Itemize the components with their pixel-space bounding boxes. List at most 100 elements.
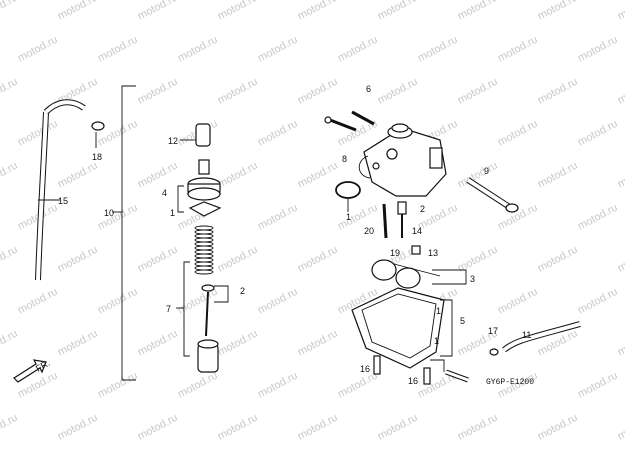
watermark-text: motod.ru <box>296 244 340 275</box>
watermark-text: motod.ru <box>536 412 580 443</box>
watermark-text: motod.ru <box>136 76 180 107</box>
watermark-text: motod.ru <box>576 202 620 233</box>
callout-6: 6 <box>366 84 371 94</box>
watermark-text: motod.ru <box>456 76 500 107</box>
watermark-text: motod.ru <box>256 202 300 233</box>
watermark-text: motod.ru <box>96 202 140 233</box>
spring-coil <box>194 233 214 239</box>
spring-coil <box>194 265 214 271</box>
watermark-text: motod.ru <box>0 244 20 275</box>
watermark-text: motod.ru <box>16 118 60 149</box>
watermark-text: motod.ru <box>216 412 260 443</box>
watermark-text: motod.ru <box>536 160 580 191</box>
watermark-text: motod.ru <box>576 370 620 401</box>
spring-coil <box>194 261 214 267</box>
watermark-text: motod.ru <box>0 412 20 443</box>
callout-17: 17 <box>488 326 498 336</box>
watermark-text: motod.ru <box>256 370 300 401</box>
part-12-cap <box>180 123 211 147</box>
spring-coil <box>194 245 214 251</box>
watermark-text: motod.ru <box>256 34 300 65</box>
watermark-text: motod.ru <box>296 0 340 23</box>
callout-8: 8 <box>342 154 347 164</box>
callout-12: 12 <box>168 136 178 146</box>
callout-3: 3 <box>470 274 475 284</box>
watermark-text: motod.ru <box>256 118 300 149</box>
watermark-text: motod.ru <box>616 0 625 23</box>
spring-coil <box>194 225 214 231</box>
callout-16a: 16 <box>360 364 370 374</box>
callout-16b: 16 <box>408 376 418 386</box>
watermark-text: motod.ru <box>376 76 420 107</box>
watermark-text: motod.ru <box>96 286 140 317</box>
part-8-screw <box>324 110 375 132</box>
watermark-text: motod.ru <box>136 412 180 443</box>
bracket-7 <box>176 261 190 357</box>
watermark-text: motod.ru <box>536 0 580 23</box>
watermark-text: motod.ru <box>0 76 20 107</box>
watermark-text: motod.ru <box>456 412 500 443</box>
spring-coil <box>194 237 214 243</box>
watermark-text: motod.ru <box>616 412 625 443</box>
watermark-text: motod.ru <box>216 0 260 23</box>
part-4-top-cap <box>177 159 222 217</box>
callout-1d: 1 <box>434 336 439 346</box>
watermark-text: motod.ru <box>16 34 60 65</box>
callout-11: 11 <box>522 330 531 340</box>
watermark-text: motod.ru <box>536 76 580 107</box>
part-11-hose <box>502 321 581 353</box>
part-9-air-screw <box>466 177 519 213</box>
watermark-text: motod.ru <box>496 34 540 65</box>
callout-5: 5 <box>460 316 465 326</box>
watermark-layer: motod.ru motod.ru motod.ru motod.ru motod.ru… <box>0 0 625 443</box>
watermark-text: motod.ru <box>176 34 220 65</box>
watermark-text: motod.ru <box>296 328 340 359</box>
callout-10: 10 <box>104 208 114 218</box>
watermark-text: motod.ru <box>56 160 100 191</box>
watermark-text: motod.ru <box>296 412 340 443</box>
watermark-text: motod.ru <box>496 118 540 149</box>
spring-coil <box>194 269 214 275</box>
watermark-text: motod.ru <box>496 286 540 317</box>
watermark-text: motod.ru <box>0 0 20 23</box>
callout-18: 18 <box>92 152 102 162</box>
watermark-text: motod.ru <box>136 160 180 191</box>
part-float-bowl <box>351 287 453 372</box>
watermark-text: motod.ru <box>376 412 420 443</box>
watermark-text: motod.ru <box>536 244 580 275</box>
watermark-text: motod.ru <box>216 76 260 107</box>
watermark-text: motod.ru <box>416 34 460 65</box>
watermark-text: motod.ru <box>216 244 260 275</box>
watermark-text: motod.ru <box>616 328 625 359</box>
watermark-text: motod.ru <box>16 286 60 317</box>
watermark-text: motod.ru <box>0 328 20 359</box>
watermark-text: motod.ru <box>96 370 140 401</box>
watermark-text: motod.ru <box>336 34 380 65</box>
watermark-text: motod.ru <box>0 160 20 191</box>
part-3-float <box>371 259 467 289</box>
watermark-text: motod.ru <box>616 160 625 191</box>
part-2-needle-clip <box>201 284 229 337</box>
diagram-code: GY6P-E1200 <box>486 378 534 387</box>
part-17-clip <box>489 348 499 356</box>
callout-1c: 1 <box>436 306 441 316</box>
callout-14: 14 <box>412 226 422 236</box>
part-16-screw-b <box>423 367 431 385</box>
part-carburetor-body <box>358 123 447 197</box>
part-throttle-slide <box>197 339 219 373</box>
watermark-text: motod.ru <box>56 412 100 443</box>
watermark-text: motod.ru <box>56 328 100 359</box>
callout-2b: 2 <box>420 204 425 214</box>
part-18-clip <box>91 121 105 148</box>
part-15-hose <box>35 99 86 281</box>
spring-coil <box>194 241 214 247</box>
callout-13: 13 <box>428 248 438 258</box>
part-16-screw-a <box>373 355 381 375</box>
watermark-text: motod.ru <box>336 370 380 401</box>
bracket-10 <box>112 85 136 381</box>
watermark-text: motod.ru <box>56 0 100 23</box>
callout-20: 20 <box>364 226 374 236</box>
watermark-text: motod.ru <box>296 160 340 191</box>
callout-1b: 1 <box>346 212 351 222</box>
